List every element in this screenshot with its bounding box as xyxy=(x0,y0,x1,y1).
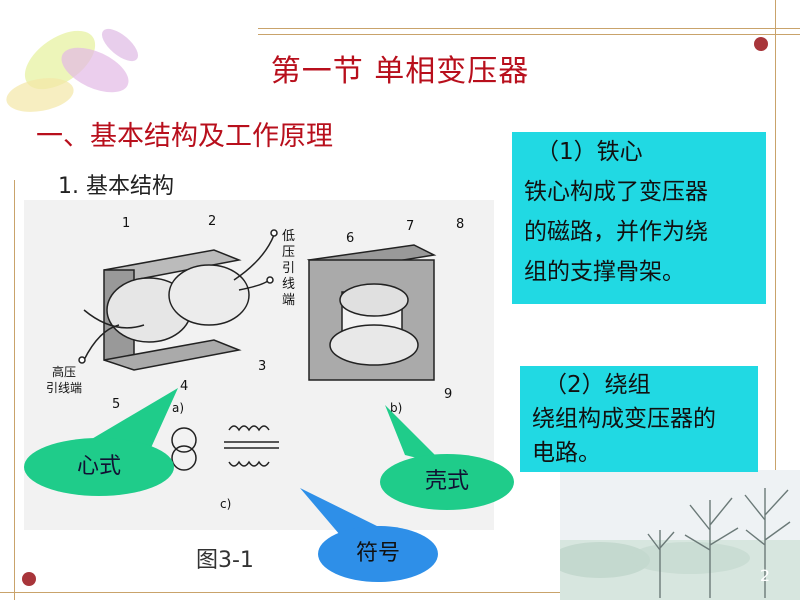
top-frame-line xyxy=(258,28,800,29)
right-frame-line xyxy=(775,0,776,600)
subheading: 1. 基本结构 xyxy=(58,174,174,199)
core-info-line: 铁心构成了变压器 xyxy=(524,179,708,205)
page-title: 第一节 单相变压器 xyxy=(270,54,530,89)
low-voltage-lead-label: 引 xyxy=(282,261,295,276)
core-info-title: （1）铁心 xyxy=(536,139,643,165)
symbol-label: 符号 xyxy=(355,541,400,566)
leaf-decoration-icon xyxy=(6,28,139,112)
winding-info-line: 绕组构成变压器的 xyxy=(532,406,716,432)
fig-label-8: 8 xyxy=(456,217,464,232)
decorative-dot-top xyxy=(754,37,768,51)
low-voltage-lead-label: 端 xyxy=(282,293,295,308)
winding-info-title: （2）绕组 xyxy=(544,372,651,398)
top-frame-line-2 xyxy=(258,34,800,35)
left-frame-line xyxy=(14,180,15,600)
fig-label-9: 9 xyxy=(444,387,452,402)
core-info-line: 的磁路，并作为绕 xyxy=(524,219,708,245)
winding-info-box: （2）绕组 绕组构成变压器的 电路。 xyxy=(520,366,758,472)
figure-caption: 图3-1 xyxy=(196,548,254,573)
high-voltage-lead-label: 高压 xyxy=(52,364,76,379)
winding-info-line: 电路。 xyxy=(532,440,601,466)
shell-type-callout: 壳式 xyxy=(380,454,514,510)
fig-sub-a: a) xyxy=(172,401,184,415)
fig-sub-c: c) xyxy=(220,497,231,511)
decorative-dot-bottom xyxy=(22,572,36,586)
section-heading: 一、基本结构及工作原理 xyxy=(36,121,333,152)
high-voltage-lead-label: 引线端 xyxy=(46,381,82,395)
shell-type-label: 壳式 xyxy=(424,469,469,494)
core-type-callout: 心式 xyxy=(24,438,174,496)
core-info-box: （1）铁心 铁心构成了变压器 的磁路，并作为绕 组的支撑骨架。 xyxy=(512,132,766,304)
low-voltage-lead-label: 压 xyxy=(282,245,295,260)
fig-label-6: 6 xyxy=(346,231,354,246)
page-number: 2 xyxy=(759,566,770,585)
core-type-label: 心式 xyxy=(76,454,121,479)
winter-trees-decoration xyxy=(560,470,800,600)
core-info-line: 组的支撑骨架。 xyxy=(524,259,685,285)
low-voltage-lead-label: 线 xyxy=(282,277,295,292)
low-voltage-lead-label: 低 xyxy=(282,229,295,244)
fig-sub-b: b) xyxy=(390,401,402,415)
fig-label-1: 1 xyxy=(122,216,130,231)
fig-label-2: 2 xyxy=(208,214,216,229)
fig-label-3: 3 xyxy=(258,359,266,374)
fig-label-5: 5 xyxy=(112,397,120,412)
fig-label-4: 4 xyxy=(180,379,188,394)
fig-label-7: 7 xyxy=(406,219,414,234)
symbol-callout: 符号 xyxy=(318,526,438,582)
bottom-frame-line xyxy=(0,592,800,593)
